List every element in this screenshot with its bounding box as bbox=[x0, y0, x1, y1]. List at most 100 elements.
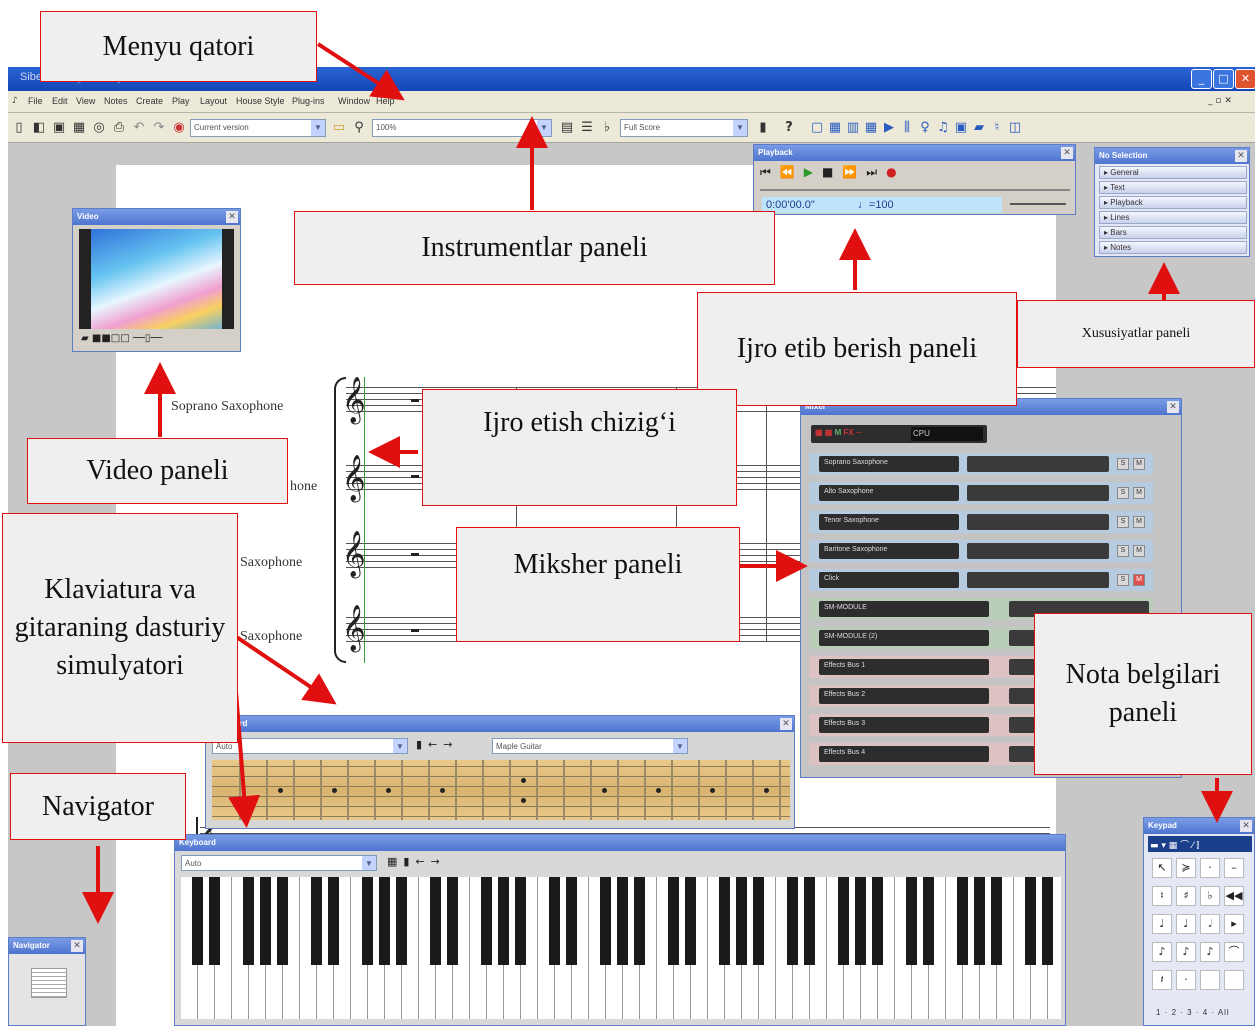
keypad-key[interactable]: 𝄽 bbox=[1152, 970, 1172, 990]
ideas-toggle-icon[interactable]: ♀ bbox=[920, 120, 930, 135]
panorama-icon[interactable]: ▤ bbox=[560, 120, 574, 135]
mute-button[interactable]: M bbox=[1133, 516, 1145, 528]
mute-button[interactable]: M bbox=[1133, 574, 1145, 586]
piano-black-key[interactable] bbox=[974, 877, 985, 965]
keypad-key[interactable]: ▸ bbox=[1224, 914, 1244, 934]
menu-layout[interactable]: Layout bbox=[200, 96, 228, 106]
hide-icon[interactable]: ▰ bbox=[974, 120, 984, 135]
keyboard-mode-select[interactable]: Auto▼ bbox=[181, 855, 377, 871]
piano-black-key[interactable] bbox=[379, 877, 390, 965]
maximize-icon[interactable]: □ bbox=[1213, 69, 1234, 89]
open-file-icon[interactable]: ◧ bbox=[32, 120, 46, 135]
piano-black-key[interactable] bbox=[328, 877, 339, 965]
new-file-icon[interactable]: ▯ bbox=[15, 120, 23, 135]
piano-black-key[interactable] bbox=[1042, 877, 1053, 965]
piano-black-key[interactable] bbox=[277, 877, 288, 965]
keypad-layout-tabs[interactable]: ▬ ▾ ▦ ⌒ ⁄ ⫿ bbox=[1148, 836, 1252, 852]
piano-black-key[interactable] bbox=[838, 877, 849, 965]
close-icon[interactable]: ✕ bbox=[1167, 401, 1179, 413]
versions-icon[interactable]: ◉ bbox=[173, 120, 185, 135]
piano-black-key[interactable] bbox=[617, 877, 628, 965]
close-icon[interactable]: ✕ bbox=[1240, 820, 1252, 832]
keyboard-nav-arrows[interactable]: ▦▮←→ bbox=[387, 855, 446, 868]
keypad-key[interactable]: ♯ bbox=[1176, 886, 1196, 906]
piano-black-key[interactable] bbox=[668, 877, 679, 965]
version-select[interactable]: Current version▼ bbox=[190, 119, 326, 137]
menu-edit[interactable]: Edit bbox=[52, 96, 68, 106]
voice-3-button[interactable]: 3 bbox=[1187, 1008, 1193, 1017]
keypad-key[interactable]: · bbox=[1176, 970, 1196, 990]
navigator-thumbnail[interactable] bbox=[31, 968, 67, 998]
piano-black-key[interactable] bbox=[991, 877, 1002, 965]
keypad-key[interactable]: ♪ bbox=[1200, 942, 1220, 962]
voice-1-button[interactable]: 1 bbox=[1156, 1008, 1162, 1017]
piano-black-key[interactable] bbox=[957, 877, 968, 965]
parts-icon[interactable]: ▮ bbox=[759, 120, 767, 135]
menu-window[interactable]: Window bbox=[338, 96, 371, 106]
web-icon[interactable]: ◎ bbox=[93, 120, 105, 135]
close-icon[interactable]: ✕ bbox=[780, 718, 792, 730]
piano-black-key[interactable] bbox=[736, 877, 747, 965]
piano-black-key[interactable] bbox=[549, 877, 560, 965]
close-icon[interactable]: ✕ bbox=[1235, 69, 1255, 89]
keypad-key[interactable]: ↖ bbox=[1152, 858, 1172, 878]
fretboard-nav-arrows[interactable]: ▮←→ bbox=[416, 738, 459, 751]
keypad-key[interactable]: 𝅗𝅥 bbox=[1200, 914, 1220, 934]
timeline-slider[interactable] bbox=[760, 189, 1070, 191]
piano-black-key[interactable] bbox=[600, 877, 611, 965]
properties-section-text[interactable]: ▸ Text bbox=[1099, 181, 1247, 194]
mute-button[interactable]: M bbox=[1133, 545, 1145, 557]
folder-icon[interactable]: ▭ bbox=[332, 120, 346, 135]
keypad-key[interactable]: ♩ bbox=[1176, 914, 1196, 934]
menu-notes[interactable]: Notes bbox=[104, 96, 128, 106]
save-all-icon[interactable]: ▦ bbox=[72, 120, 86, 135]
navigator-toggle-icon[interactable]: ▢ bbox=[810, 120, 824, 135]
solo-button[interactable]: S bbox=[1117, 487, 1129, 499]
piano-black-key[interactable] bbox=[855, 877, 866, 965]
keypad-key[interactable]: ◀◀ bbox=[1224, 886, 1244, 906]
properties-section-notes[interactable]: ▸ Notes bbox=[1099, 241, 1247, 254]
piano-black-key[interactable] bbox=[804, 877, 815, 965]
piano-black-key[interactable] bbox=[362, 877, 373, 965]
piano-black-key[interactable] bbox=[753, 877, 764, 965]
piano-black-key[interactable] bbox=[447, 877, 458, 965]
keypad-key[interactable]: ♭ bbox=[1200, 886, 1220, 906]
menu-file[interactable]: File bbox=[28, 96, 43, 106]
solo-button[interactable]: S bbox=[1117, 545, 1129, 557]
keypad-key[interactable]: ⌒ bbox=[1224, 942, 1244, 962]
layout-icon[interactable]: ☰ bbox=[581, 120, 593, 135]
keypad-key[interactable]: ≽ bbox=[1176, 858, 1196, 878]
keypad-toggle-icon[interactable]: ▦ bbox=[828, 120, 842, 135]
properties-section-lines[interactable]: ▸ Lines bbox=[1099, 211, 1247, 224]
solo-button[interactable]: S bbox=[1117, 458, 1129, 470]
transpose-icon[interactable]: ♮ bbox=[994, 120, 1000, 135]
voice-4-button[interactable]: 4 bbox=[1202, 1008, 1209, 1017]
mixer-view-icons[interactable]: ▦ ▦ M FX ─ bbox=[815, 428, 862, 437]
solo-button[interactable]: S bbox=[1117, 516, 1129, 528]
video-toggle-icon[interactable]: ▣ bbox=[954, 120, 968, 135]
keypad-voice-buttons[interactable]: 1 · 2 · 3 · 4 · All bbox=[1156, 1008, 1230, 1017]
piano-black-key[interactable] bbox=[923, 877, 934, 965]
piano-black-key[interactable] bbox=[787, 877, 798, 965]
save-icon[interactable]: ▣ bbox=[52, 120, 66, 135]
split-icon[interactable]: ◫ bbox=[1008, 120, 1022, 135]
piano-black-key[interactable] bbox=[566, 877, 577, 965]
piano-keys[interactable] bbox=[181, 877, 1061, 1019]
focus-staves-icon[interactable]: ♭ bbox=[603, 120, 611, 135]
piano-black-key[interactable] bbox=[634, 877, 645, 965]
keypad-key[interactable] bbox=[1200, 970, 1220, 990]
piano-black-key[interactable] bbox=[209, 877, 220, 965]
volume-fader[interactable] bbox=[967, 543, 1109, 559]
guitar-type-select[interactable]: Maple Guitar▼ bbox=[492, 738, 688, 754]
video-controls[interactable]: ▰ ■■□□ ──▯── bbox=[81, 333, 163, 344]
volume-slider[interactable] bbox=[1010, 203, 1066, 205]
volume-fader[interactable] bbox=[967, 572, 1109, 588]
fretboard-neck[interactable] bbox=[212, 760, 790, 820]
piano-black-key[interactable] bbox=[685, 877, 696, 965]
close-icon[interactable]: ✕ bbox=[1061, 147, 1073, 159]
mute-button[interactable]: M bbox=[1133, 487, 1145, 499]
menu-create[interactable]: Create bbox=[136, 96, 164, 106]
